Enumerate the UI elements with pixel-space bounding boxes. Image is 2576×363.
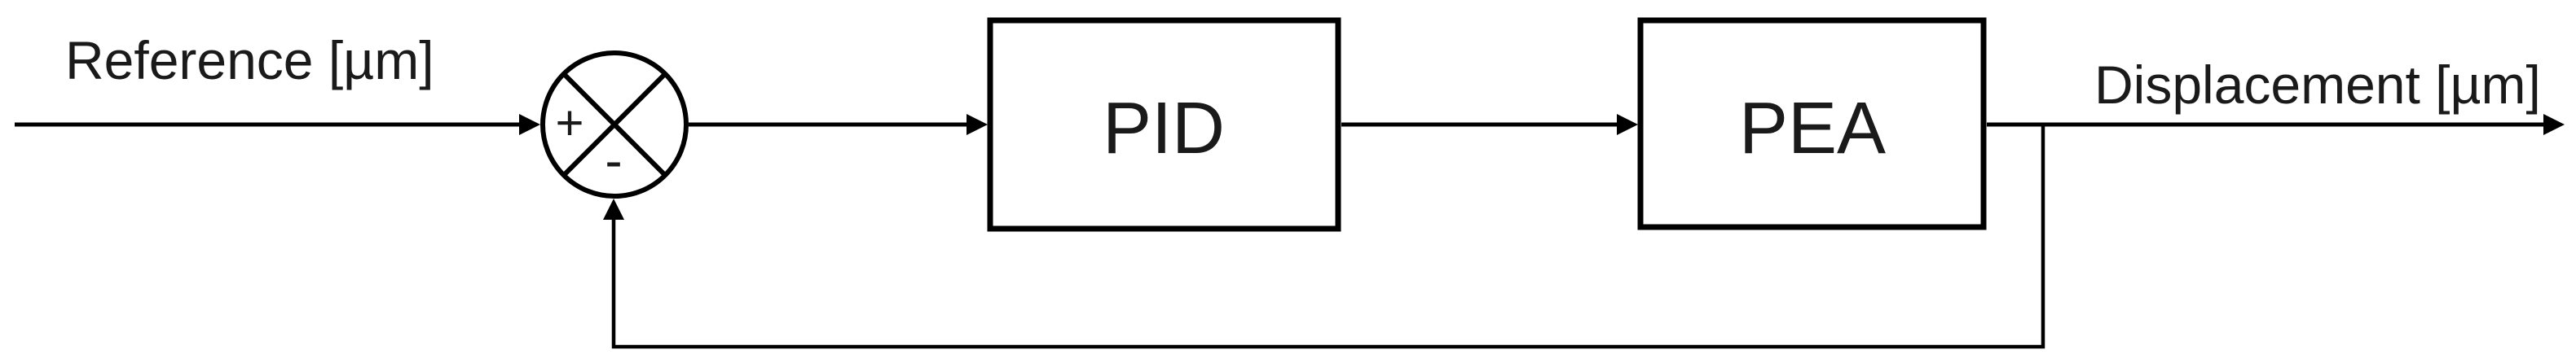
summing-junction: + - [540,50,689,199]
pea-block-rect [1637,17,1987,230]
pea-block: PEA [1637,17,1987,230]
feedback-path-group [603,123,2045,349]
displacement-label: Displacement [µm] [2094,55,2541,115]
control-arrowhead-icon [1617,114,1638,135]
reference-arrowhead-icon [519,114,540,135]
pid-block-rect [987,17,1341,232]
error-arrowhead-icon [967,114,988,135]
pid-block: PID [987,17,1341,232]
pid-block-label: PID [1103,88,1225,169]
pea-block-label: PEA [1739,88,1886,169]
reference-label: Reference [µm] [65,30,434,90]
junction-plus-sign: + [555,96,583,151]
control-signal-group [1341,114,1638,135]
output-signal-group: Displacement [µm] [1987,55,2565,135]
error-signal-group [689,114,988,135]
feedback-line [611,123,2045,349]
reference-signal-group: Reference [µm] [15,30,540,135]
junction-cross-diagonal-2 [561,72,667,177]
feedback-arrowhead-icon [603,199,624,220]
output-arrowhead-icon [2543,114,2565,135]
junction-minus-sign: - [605,131,622,190]
